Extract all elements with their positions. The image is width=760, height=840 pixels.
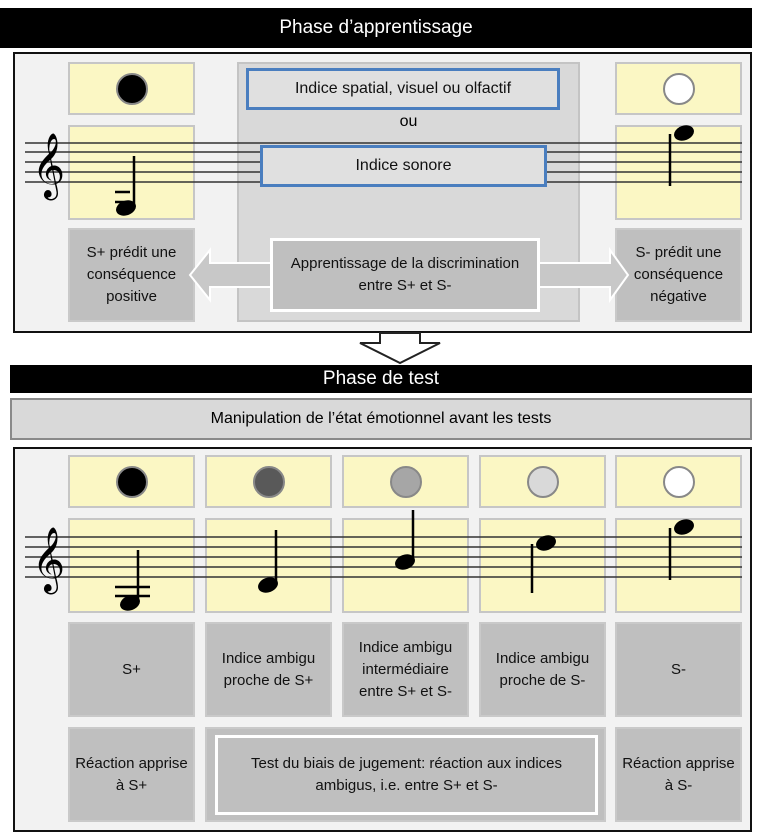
test-visual-cell: [479, 455, 606, 508]
test-cue-label: Indice ambigu proche de S+: [205, 622, 332, 717]
staff-bottom: [25, 536, 742, 578]
discrimination-learning: Apprentissage de la discrimination entre…: [270, 238, 540, 312]
down-arrow-icon: [359, 332, 441, 365]
test-visual-cell: [205, 455, 332, 508]
circle-icon: [115, 465, 148, 498]
circle-icon: [526, 465, 559, 498]
test-visual-cell: [615, 455, 742, 508]
test-phase-title: Phase de test: [10, 365, 752, 393]
treble-clef-icon: 𝄞: [32, 133, 65, 200]
sminus-visual-cell: [615, 62, 742, 115]
reaction-splus: Réaction apprise à S+: [68, 727, 195, 822]
splus-outcome: S+ prédit une conséquence positive: [68, 228, 195, 322]
test-cue-label: Indice ambigu intermédiaire entre S+ et …: [342, 622, 469, 717]
black-circle-icon: [115, 72, 148, 105]
or-label: ou: [399, 113, 418, 130]
test-visual-cell: [342, 455, 469, 508]
learning-phase-title: Phase d’apprentissage: [0, 8, 752, 48]
note-icons: [115, 125, 694, 611]
circle-icon: [662, 465, 695, 498]
test-cue-label: Indice ambigu proche de S-: [479, 622, 606, 717]
circle-icon: [389, 465, 422, 498]
reaction-sminus: Réaction apprise à S-: [615, 727, 742, 822]
circle-icon: [252, 465, 285, 498]
test-cue-label: S+: [68, 622, 195, 717]
test-visual-cell: [68, 455, 195, 508]
treble-clef-icon: 𝄞: [32, 527, 65, 594]
test-cue-label: S-: [615, 622, 742, 717]
emotional-manipulation: Manipulation de l’état émotionnel avant …: [10, 398, 752, 440]
sminus-outcome: S- prédit une conséquence négative: [615, 228, 742, 322]
visual-cue-box: Indice spatial, visuel ou olfactif: [246, 68, 560, 110]
splus-visual-cell: [68, 62, 195, 115]
bias-test: Test du biais de jugement: réaction aux …: [215, 735, 598, 815]
white-circle-icon: [662, 72, 695, 105]
sound-cue-box: Indice sonore: [260, 145, 547, 187]
